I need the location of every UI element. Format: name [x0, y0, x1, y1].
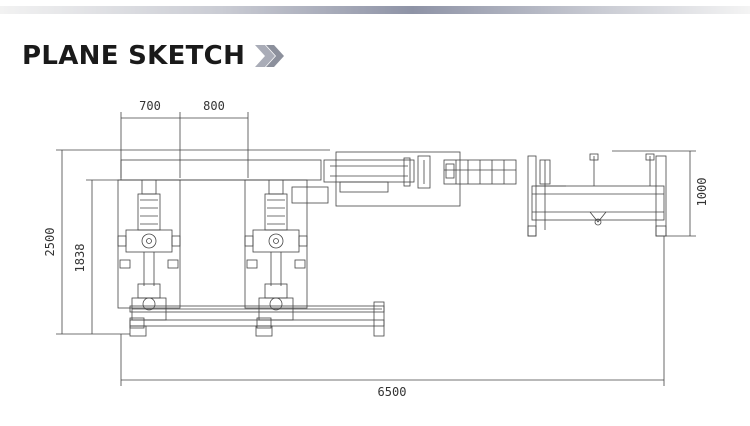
dimension-2500-label: 2500	[43, 228, 57, 257]
dimension-800-label: 800	[203, 99, 225, 113]
dimension-700-label: 700	[139, 99, 161, 113]
double-chevron-right-icon	[255, 45, 285, 67]
dimension-1000-line	[612, 150, 696, 237]
header-gradient-bar	[0, 6, 750, 14]
dimension-1000-label: 1000	[695, 178, 709, 207]
feeding-unit	[323, 151, 461, 207]
output-frame	[527, 153, 667, 237]
control-box	[291, 186, 329, 204]
dimension-2500-line	[56, 149, 330, 335]
dimension-6500-line	[120, 236, 665, 386]
bottom-conveyor	[129, 301, 385, 337]
dimension-800-line	[179, 112, 249, 178]
guide-roller-unit	[443, 159, 517, 185]
forming-station-1	[117, 179, 181, 329]
upper-guard-rail	[120, 159, 322, 181]
page-title: PLANE SKETCH	[22, 41, 246, 71]
dimension-6500-label: 6500	[378, 385, 407, 399]
forming-station-2	[244, 179, 308, 329]
dimension-1838-label: 1838	[73, 244, 87, 273]
dimension-700-line	[120, 112, 180, 178]
section-heading: PLANE SKETCH	[22, 38, 289, 74]
